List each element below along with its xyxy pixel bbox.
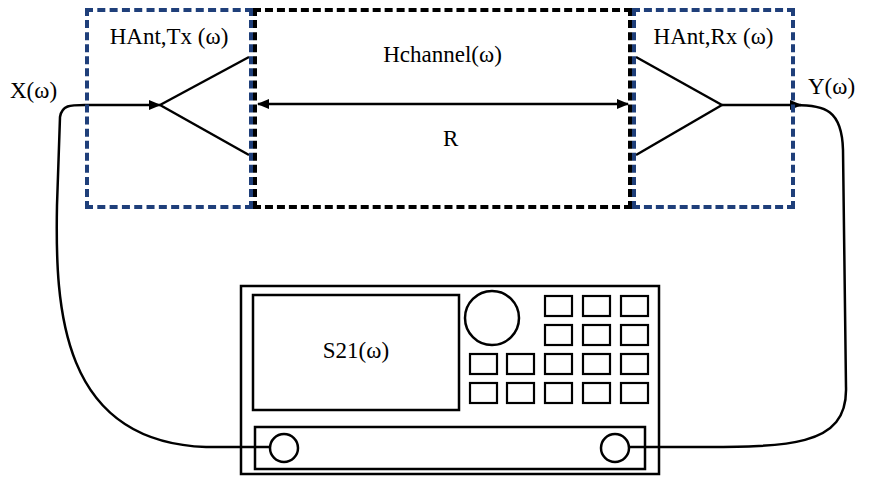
signal-label: Y(ω): [808, 74, 855, 99]
analyzer-box: S21(ω): [241, 286, 659, 474]
button: [545, 354, 572, 374]
button: [545, 383, 572, 403]
rx-antenna: [636, 57, 801, 155]
cable: [659, 105, 846, 447]
signal-label: X(ω): [10, 78, 57, 103]
block-box: Hchannel(ω): [253, 8, 632, 209]
block-box: HAnt,Tx (ω): [85, 8, 253, 209]
block-box: HAnt,Rx (ω): [632, 8, 795, 209]
button: [583, 296, 610, 316]
button: [545, 296, 572, 316]
button: [621, 296, 648, 316]
button: [470, 354, 497, 374]
button: [545, 325, 572, 345]
button: [621, 383, 648, 403]
network-analyzer: [241, 286, 659, 474]
instrument-buttons: [470, 296, 648, 403]
button: [621, 354, 648, 374]
tx-antenna: [85, 57, 249, 155]
button: [583, 325, 610, 345]
signal-label: R: [443, 126, 458, 151]
block-label: Hchannel(ω): [383, 42, 502, 67]
button: [470, 383, 497, 403]
button: [507, 354, 534, 374]
button: [583, 354, 610, 374]
block-label: HAnt,Rx (ω): [654, 24, 774, 49]
button: [583, 383, 610, 403]
screen-text: S21(ω): [323, 338, 389, 363]
button: [621, 325, 648, 345]
button: [507, 383, 534, 403]
distance-arrow: [258, 103, 628, 106]
block-label: HAnt,Tx (ω): [110, 24, 229, 49]
